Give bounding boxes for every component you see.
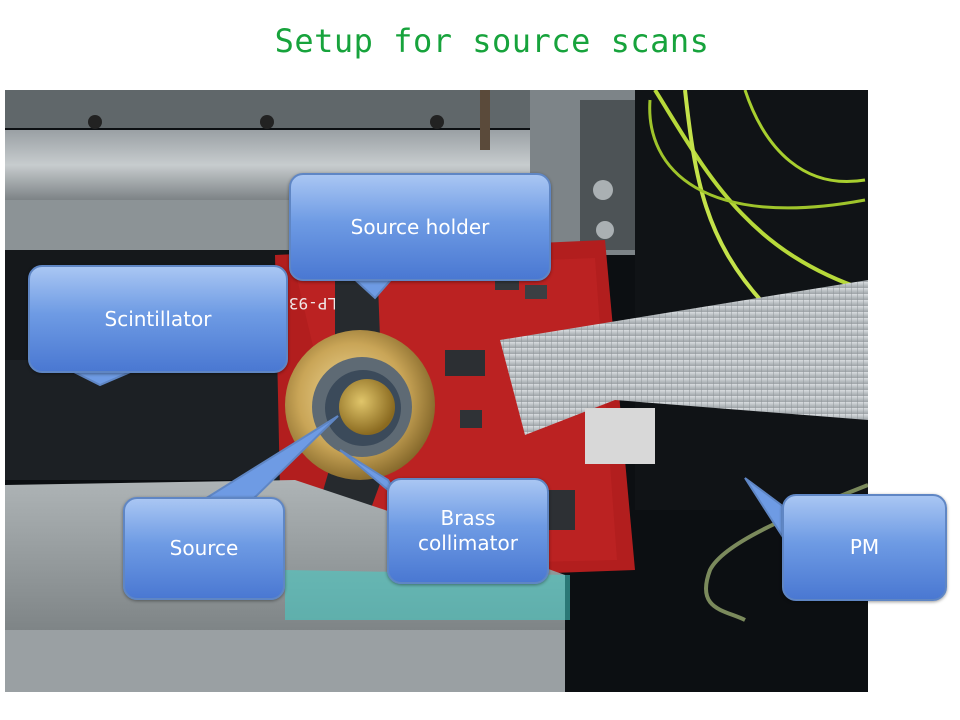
setup-photo: LP-93-1 [5, 90, 868, 692]
source-disc [339, 379, 395, 435]
ribbon-cable [500, 280, 868, 435]
rail-top [5, 90, 595, 128]
board-label: LP-93-1 [270, 294, 337, 313]
slide-title: Setup for source scans [274, 22, 710, 60]
photo-scene: LP-93-1 [5, 90, 868, 692]
